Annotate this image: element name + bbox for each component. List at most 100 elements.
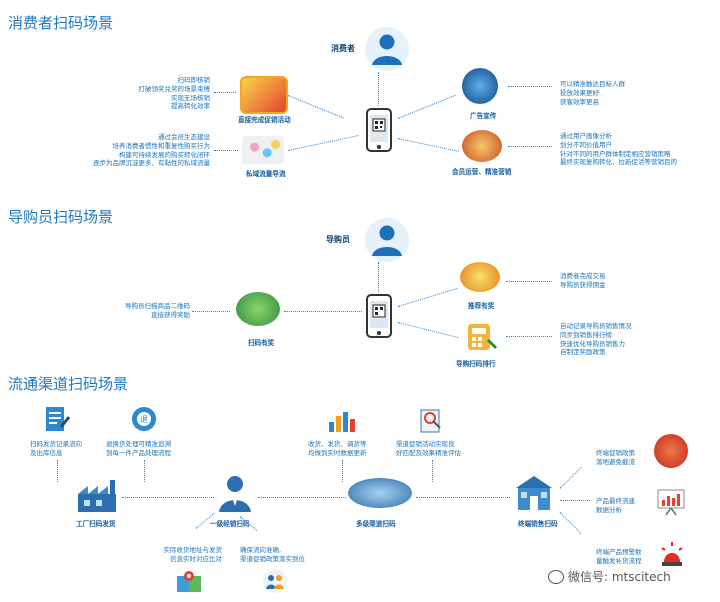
consumer-actor-label: 消费者	[331, 44, 355, 53]
section-title-channel: 流通渠道扫码场景	[8, 375, 129, 393]
alarm-siren-icon	[661, 542, 683, 566]
receive-text: 实际收货地址与发货 信息实时对应比对	[164, 546, 223, 564]
rank-text: 自动记录导购员销售情况 同步到销售排行榜 快速优化导购员销售力 自制定奖励政策	[560, 322, 632, 357]
multi-label: 多级渠道扫码	[356, 520, 396, 528]
guide-person-icon	[365, 218, 409, 262]
return-text: 退换货处理可精准追溯 到每一件产品处理流程	[106, 440, 171, 458]
rank-text-line: 快速优化导购员销售力	[560, 339, 625, 348]
scan-text: 导购员扫描商品二维码 直接获得奖励	[125, 302, 190, 320]
ship-connector	[57, 460, 58, 482]
bar-chart-icon	[329, 412, 355, 432]
data-text-line: 收货、发货、调货等	[308, 440, 367, 448]
private-text-line: 培养消费者惯性和重复性购买行为	[112, 141, 211, 150]
private-phone-connector	[287, 135, 359, 151]
warn-text-line: 量触发补货流程	[596, 556, 642, 565]
rank-text-connector	[506, 336, 552, 337]
watermark-text: 微信号: mtscitech	[568, 570, 671, 584]
terminal-store-icon	[516, 476, 552, 510]
ads-image	[462, 68, 498, 104]
watermark: 微信号: mtscitech	[548, 568, 671, 585]
member-text-line: 通过用户画像分析	[560, 132, 612, 140]
presentation-chart-icon	[657, 489, 685, 516]
eval-text: 渠道促销活动实现良 好匹配及效果精准评估	[396, 440, 461, 458]
reward-text-line: 消费者完成交易	[560, 272, 606, 280]
dealer-icon	[219, 476, 251, 512]
ads-text-connector	[508, 86, 552, 87]
member-text: 通过用户画像分析 划分不同价值用户 针对不同的用户群体制定相应营销策略 最终实现…	[560, 132, 677, 167]
rank-phone-connector	[397, 322, 459, 338]
eval-connector	[432, 460, 433, 482]
scan-text-line: 直接获得奖励	[151, 310, 190, 319]
policy-text-line: 渠道促销政策落实到位	[240, 554, 305, 563]
anti-text-line: 落地避免截流	[596, 457, 635, 466]
member-phone-connector	[397, 138, 459, 152]
private-label: 私域流量导流	[246, 170, 286, 178]
member-text-connector	[508, 146, 552, 147]
wechat-icon	[548, 569, 564, 584]
reward-text: 消费者完成交易 导购员获得佣金	[560, 272, 606, 290]
private-text: 通过会员生态建设 培养消费者惯性和重复性购买行为 构建可持续发展的购买转化闭环 …	[93, 133, 210, 168]
factory-label: 工厂扫码发货	[76, 520, 116, 528]
ads-label: 广告宣传	[470, 112, 497, 120]
recommend-reward-image	[460, 262, 500, 292]
data-connector	[342, 460, 343, 482]
ship-text: 扫码发货记录流向 及出库信息	[30, 440, 82, 458]
ads-text-line: 投放效果更好	[560, 88, 599, 97]
scan-reward-image	[236, 292, 280, 326]
warn-text: 终端产品预警数 量触发补货流程	[596, 548, 642, 566]
guide-phone-icon	[366, 294, 392, 338]
private-text-line: 通过会员生态建设	[158, 133, 210, 141]
member-text-line: 最终实现复购转化、拉新促活等营销目的	[560, 158, 677, 167]
multi-channel-image	[348, 478, 412, 508]
private-text-line: 构建可持续发展的购买转化闭环	[119, 150, 210, 159]
anti-diversion-image	[654, 434, 688, 468]
analysis-text-line: 数据分析	[596, 505, 622, 514]
document-edit-icon	[46, 407, 70, 431]
member-text-line: 划分不同价值用户	[560, 140, 612, 149]
receive-text-line: 实际收货地址与发货	[163, 546, 223, 554]
rank-text-line: 自制定奖励政策	[560, 348, 606, 357]
scan-text-connector	[192, 311, 230, 312]
multi-terminal-connector	[416, 497, 510, 498]
guide-actor-connector	[378, 262, 379, 292]
ranking-icon	[468, 324, 498, 350]
ship-text-line: 及出库信息	[30, 448, 63, 457]
reward-text-connector	[506, 281, 552, 282]
terminal-label: 终端销售扫码	[518, 520, 558, 528]
anti-text: 终端促销政策 落地避免截流	[596, 449, 635, 467]
warn-connector	[559, 512, 582, 535]
promo-text-line: 扫码即核销	[177, 76, 211, 84]
promo-label: 直接完成促销活动	[238, 116, 291, 124]
ads-phone-connector	[397, 94, 456, 119]
promo-text-connector	[214, 92, 236, 93]
member-text-line: 针对不同的用户群体制定相应营销策略	[560, 149, 671, 158]
rank-label: 导购扫码排行	[456, 360, 496, 368]
scan-label: 扫码有奖	[248, 339, 275, 347]
consumer-actor-connector	[378, 72, 379, 106]
return-text-line: 到每一件产品处理流程	[106, 448, 171, 457]
evaluation-icon	[420, 409, 441, 433]
data-text-line: 均做到实时数据更新	[308, 448, 367, 457]
promo-text: 扫码即核销 打破领奖兑奖的场景束缚 实现无场核销 提高转化效率	[139, 76, 211, 111]
promo-text-line: 提高转化效率	[171, 102, 210, 111]
data-text: 收货、发货、调货等 均做到实时数据更新	[308, 440, 367, 458]
member-label: 会员运营、精准营销	[452, 168, 512, 176]
eval-text-line: 好匹配及效果精准评估	[396, 448, 461, 457]
return-text-line: 退换货处理可精准追溯	[106, 440, 171, 448]
consumer-person-icon	[365, 27, 409, 71]
factory-icon	[78, 480, 116, 512]
reward-label: 推荐有奖	[468, 302, 495, 310]
section-title-consumer: 消费者扫码场景	[8, 14, 114, 32]
policy-text-line: 确保流向准确,	[240, 546, 282, 554]
private-text-connector	[214, 150, 238, 151]
scan-text-line: 导购员扫描商品二维码	[125, 302, 190, 310]
ads-text: 可以精准触达目标人群 投放效果更好 获客效率更高	[560, 80, 625, 106]
warn-text-line: 终端产品预警数	[596, 548, 642, 556]
promo-text-line: 打破领奖兑奖的场景束缚	[138, 84, 211, 93]
anti-text-line: 终端促销政策	[596, 449, 635, 457]
member-image	[462, 130, 502, 162]
receive-text-line: 信息实时对应比对	[170, 554, 222, 563]
return-connector	[144, 460, 145, 482]
svg-text:退: 退	[140, 415, 148, 424]
dealer-multi-connector	[258, 497, 346, 498]
